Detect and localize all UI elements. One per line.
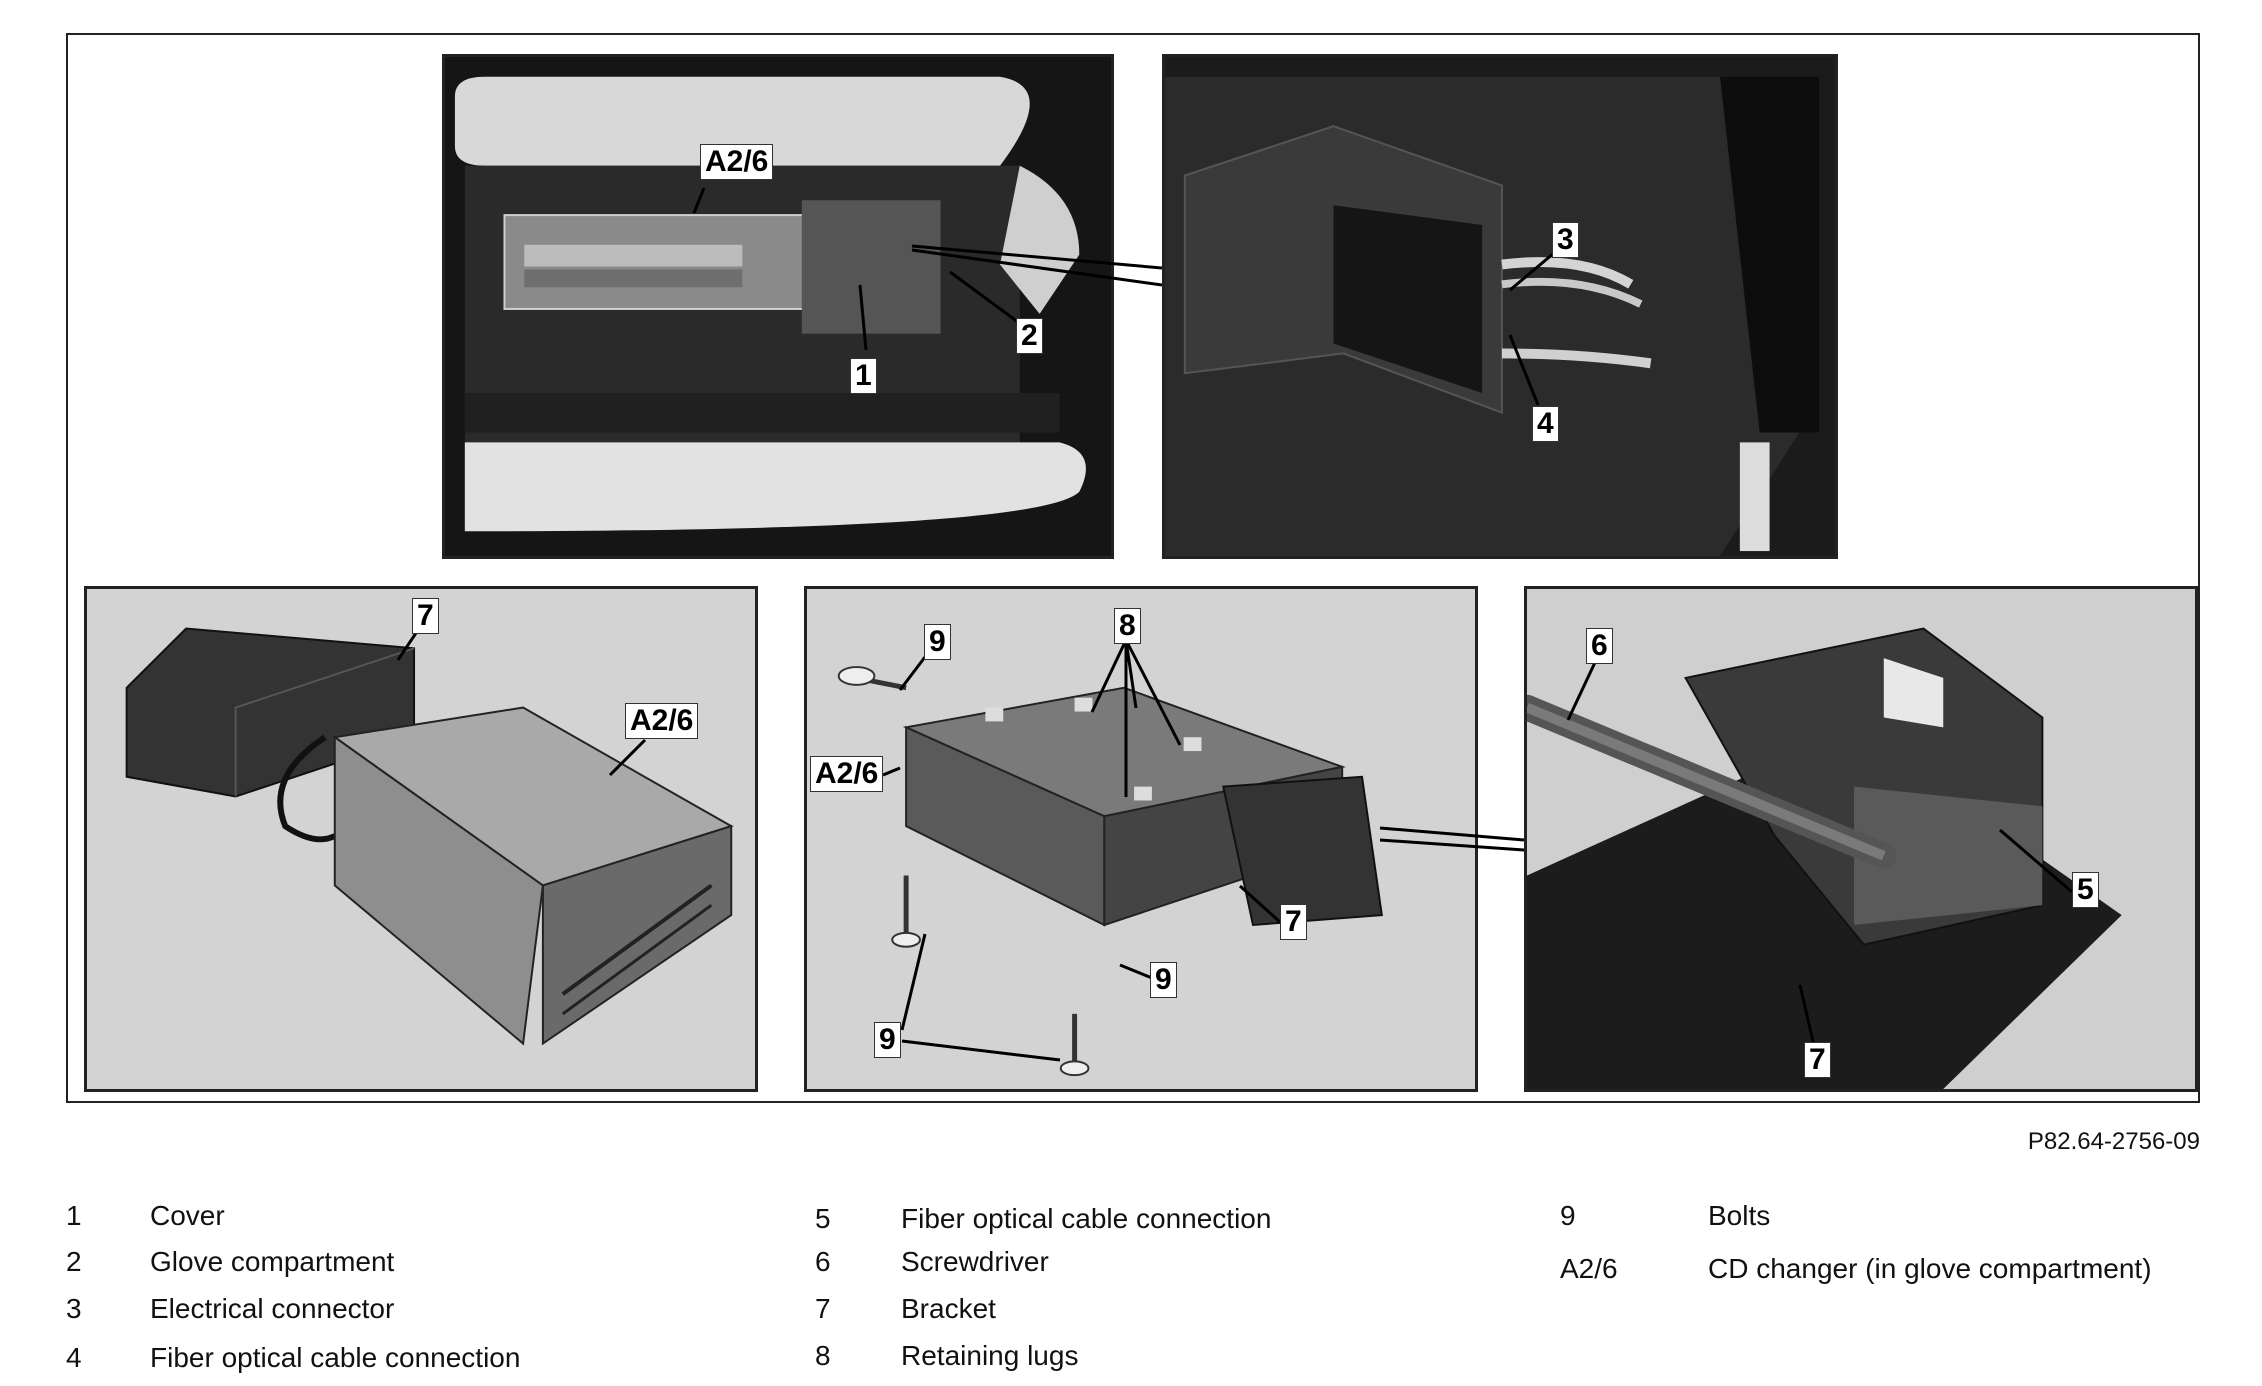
changer-bracket-illustration: [87, 589, 755, 1089]
callout-a26-panel1: A2/6: [700, 144, 774, 180]
callout-6-screwdriver: 6: [1586, 628, 1613, 664]
callout-7-bracket-panel5: 7: [1804, 1042, 1831, 1078]
callout-7-bracket-panel4: 7: [1280, 904, 1307, 940]
callout-9-bolt-right: 9: [1150, 962, 1177, 998]
legend-key: 1: [66, 1200, 82, 1231]
legend-text: Bracket: [901, 1293, 996, 1324]
callout-4-fiber-optical-connection: 4: [1532, 406, 1559, 442]
photo-glove-compartment: [442, 54, 1114, 559]
connectors-illustration: [1165, 57, 1835, 556]
callout-9-bolt-top: 9: [924, 624, 951, 660]
legend-key: 7: [815, 1293, 831, 1324]
legend-key: 4: [66, 1342, 82, 1373]
callout-2-glove-compartment: 2: [1016, 318, 1043, 354]
legend-text: Fiber optical cable connection: [150, 1342, 521, 1373]
legend-text: Cover: [150, 1200, 225, 1231]
legend-key: 3: [66, 1293, 82, 1324]
legend-text: Screwdriver: [901, 1246, 1049, 1277]
legend-text: Glove compartment: [150, 1246, 395, 1277]
screwdriver-connection-illustration: [1527, 589, 2195, 1089]
callout-3-electrical-connector: 3: [1552, 222, 1579, 258]
illustration-changer-bracket: [84, 586, 758, 1092]
photo-screwdriver-connection: [1524, 586, 2198, 1092]
legend: 1 Cover 2 Glove compartment 3 Electrical…: [0, 1180, 2262, 1380]
legend-key: 5: [815, 1203, 831, 1234]
legend-key: 8: [815, 1340, 831, 1371]
legend-key: 6: [815, 1246, 831, 1277]
callout-9-bolts-bottom: 9: [874, 1022, 901, 1058]
legend-text: Retaining lugs: [901, 1340, 1079, 1371]
figure-id: P82.64-2756-09: [2027, 1128, 2200, 1155]
legend-key: 9: [1560, 1200, 1576, 1231]
legend-key: 2: [66, 1246, 82, 1277]
legend-text: CD changer (in glove compartment): [1708, 1253, 2152, 1284]
legend-key: A2/6: [1560, 1253, 1618, 1284]
legend-text: Electrical connector: [150, 1293, 395, 1324]
legend-text: Bolts: [1708, 1200, 1771, 1231]
callout-7-bracket-panel3: 7: [412, 598, 439, 634]
callout-a26-panel4: A2/6: [810, 756, 884, 792]
callout-8-retaining-lugs: 8: [1114, 608, 1141, 644]
glove-compartment-illustration: [445, 57, 1111, 556]
legend-text: Fiber optical cable connection: [901, 1203, 1272, 1234]
callout-5-fiber-optical-connection: 5: [2072, 872, 2099, 908]
callout-1-cover: 1: [850, 358, 877, 394]
photo-connectors: [1162, 54, 1838, 559]
callout-a26-panel3: A2/6: [625, 703, 699, 739]
